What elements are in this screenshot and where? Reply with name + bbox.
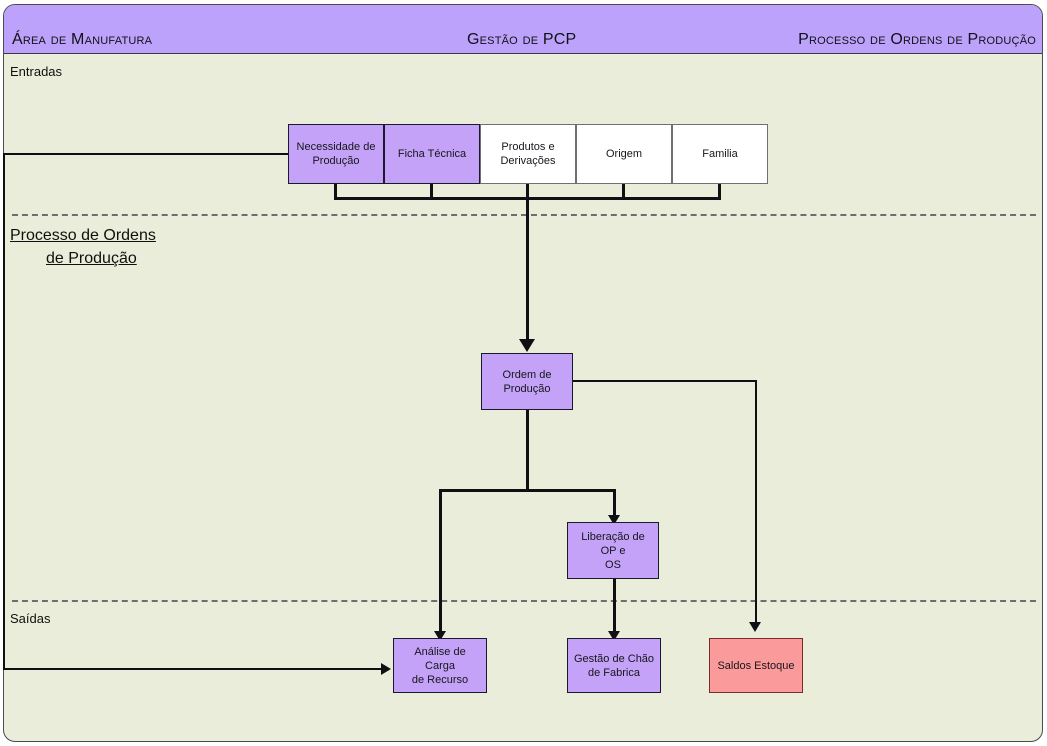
- arrowhead-into-analise-de-carga-left: [381, 663, 391, 675]
- header-title-center: Gestão de PCP: [467, 31, 577, 48]
- lane-label-saidas: Saídas: [10, 611, 51, 626]
- lane-label-processo-line1: Processo de Ordens: [10, 227, 156, 244]
- node-ordem-de-producao[interactable]: Ordem de Produção: [481, 353, 573, 410]
- node-necessidade-de-producao[interactable]: Necessidade de Produção: [288, 124, 384, 184]
- lane-label-processo-de-ordens-de-producao: Processo de Ordens de Produção: [10, 224, 156, 270]
- connector-left-rail-vertical: [3, 153, 5, 670]
- connector-stub-familia: [718, 184, 721, 199]
- connector-stub-origem: [622, 184, 625, 199]
- node-origem[interactable]: Origem: [576, 124, 672, 184]
- node-analise-de-carga-de-recurso[interactable]: Análise de Carga de Recurso: [393, 638, 487, 693]
- header-title-process: Processo de Ordens de Produção: [798, 31, 1036, 48]
- node-produtos-e-derivacoes[interactable]: Produtos e Derivações: [480, 124, 576, 184]
- lane-label-processo-line2: de Produção: [46, 250, 137, 267]
- connector-input-bus-to-ordem-de-producao: [526, 197, 529, 343]
- node-gestao-de-chao-de-fabrica[interactable]: Gestão de Chão de Fabrica: [567, 638, 661, 693]
- lane-separator-processo-saidas: [12, 600, 1036, 602]
- arrowhead-into-liberacao-de-op-e-os: [608, 515, 620, 525]
- connector-liberacao-to-gestao-chao: [613, 579, 616, 635]
- connector-split-right-to-liberacao: [613, 489, 616, 519]
- lane-label-entradas: Entradas: [10, 64, 63, 79]
- diagram-header-band: Área de Manufatura Gestão de PCP Process…: [4, 5, 1042, 54]
- lane-separator-entradas-processo: [12, 214, 1036, 216]
- connector-ordem-split-bar: [439, 489, 616, 492]
- header-title-area: Área de Manufatura: [12, 31, 153, 48]
- arrowhead-into-saldos-estoque: [749, 622, 761, 632]
- connector-ordem-to-saldos-horizontal: [573, 380, 757, 382]
- arrowhead-into-analise-de-carga-top: [434, 631, 446, 641]
- arrowhead-into-gestao-de-chao-de-fabrica: [608, 631, 620, 641]
- node-ficha-tecnica[interactable]: Ficha Técnica: [384, 124, 480, 184]
- node-liberacao-de-op-e-os[interactable]: Liberação de OP e OS: [567, 522, 659, 579]
- node-familia[interactable]: Familia: [672, 124, 768, 184]
- connector-stub-ficha-tecnica: [430, 184, 433, 199]
- connector-stub-produtos-e-derivacoes: [526, 184, 529, 199]
- connector-ordem-to-saldos-vertical: [755, 380, 757, 626]
- connector-split-left-to-analise: [439, 489, 442, 635]
- connector-left-rail-to-analise: [3, 668, 383, 670]
- node-saldos-estoque[interactable]: Saldos Estoque: [709, 638, 803, 693]
- connector-ordem-down-trunk: [526, 410, 529, 491]
- arrowhead-into-ordem-de-producao: [519, 339, 535, 352]
- connector-stub-necessidade: [334, 184, 337, 199]
- connector-necessidade-to-left-rail: [3, 153, 288, 155]
